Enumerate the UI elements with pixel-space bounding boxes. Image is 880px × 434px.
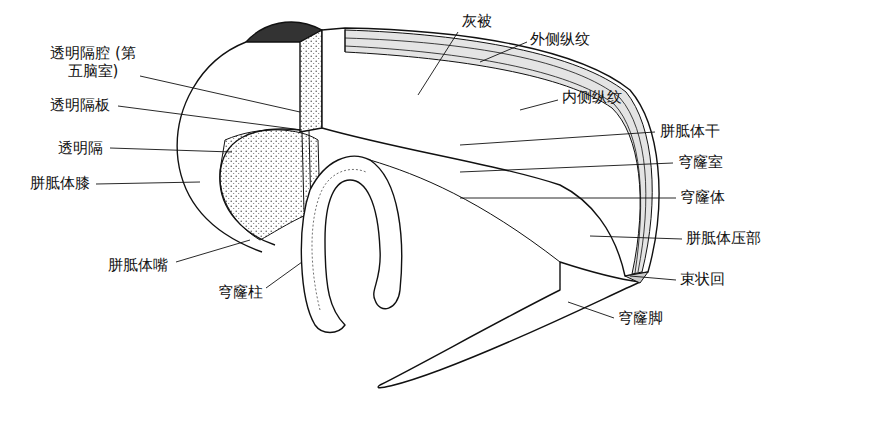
- leader-lines: [96, 32, 682, 318]
- leader-line: [568, 302, 614, 318]
- part-label: 胼胝体膝: [30, 174, 90, 192]
- column-hatch: [312, 169, 366, 310]
- leader-line: [480, 42, 527, 62]
- leader-line: [140, 76, 300, 112]
- leader-line: [520, 100, 558, 110]
- part-label: 穹窿脚: [618, 309, 663, 327]
- leader-line: [176, 240, 250, 262]
- genu-inner: [220, 129, 300, 245]
- fornix-column: [301, 156, 401, 332]
- leader-line: [418, 32, 458, 95]
- part-label: 透明隔腔 (第五脑室): [48, 44, 138, 80]
- part-label: 透明隔: [58, 139, 103, 157]
- leader-line: [118, 106, 302, 130]
- leader-line: [460, 132, 655, 145]
- part-label: 穹窿室: [678, 153, 723, 171]
- callosum-body: [322, 28, 659, 276]
- cut-face: [300, 30, 322, 132]
- part-label: 胼胝体嘴: [108, 256, 168, 274]
- part-label: 灰被: [462, 12, 492, 30]
- part-label: 胼胝体压部: [686, 229, 761, 247]
- leader-line: [96, 182, 200, 184]
- leader-line: [460, 163, 673, 172]
- part-label: 束状回: [680, 270, 725, 288]
- fornix-crus: [378, 262, 640, 388]
- part-label: 外侧纵纹: [530, 30, 590, 48]
- leader-line: [110, 148, 232, 152]
- part-label: 胼胝体干: [660, 122, 720, 140]
- leader-line: [266, 262, 302, 288]
- part-label: 穹窿体: [680, 188, 725, 206]
- band-edge: [345, 28, 346, 52]
- part-label: 穹窿柱: [218, 283, 263, 301]
- part-label: 内侧纵纹: [562, 88, 622, 106]
- leader-line: [460, 198, 676, 199]
- part-label: 透明隔板: [50, 96, 110, 114]
- leader-line: [630, 276, 676, 280]
- leader-line: [590, 236, 682, 239]
